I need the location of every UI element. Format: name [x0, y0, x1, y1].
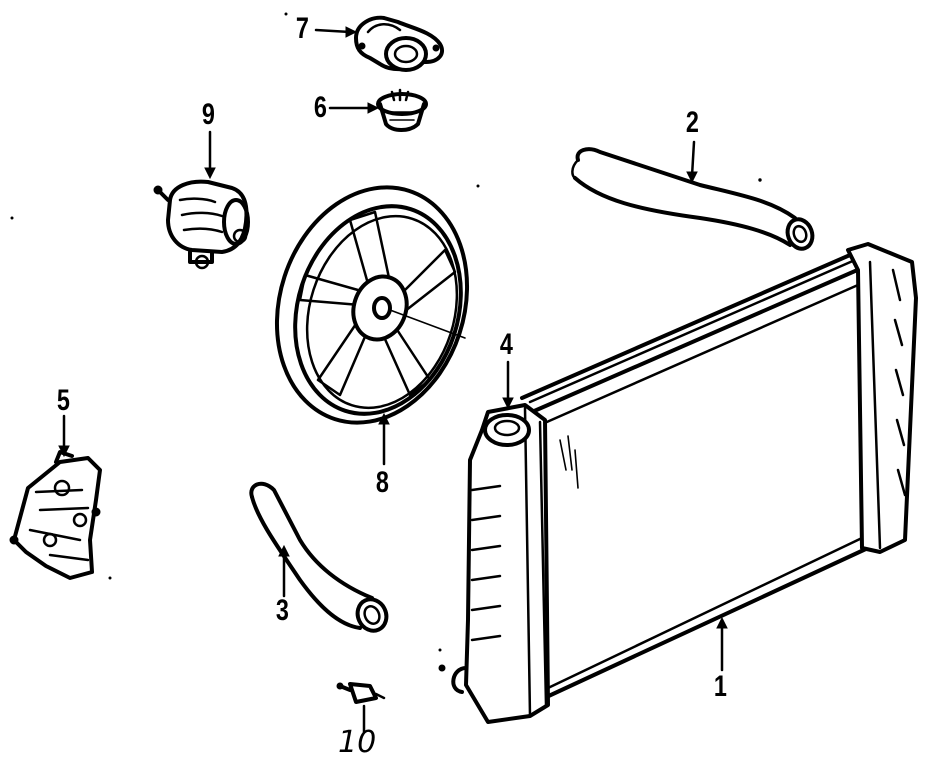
callout-1: 1: [713, 670, 727, 703]
thermostat: [376, 88, 428, 132]
callout-7: 7: [295, 12, 309, 45]
callout-3: 3: [275, 594, 289, 627]
callout-5: 5: [56, 384, 70, 417]
cooling-fan: [274, 185, 470, 425]
thermostat-housing: [354, 15, 445, 72]
fan-motor: [153, 179, 250, 270]
upper-hose: [571, 147, 815, 251]
callout-10: 10: [338, 725, 377, 760]
scan-specks: [10, 12, 762, 652]
callout-4: 4: [499, 328, 513, 361]
callout-2: 2: [685, 106, 699, 139]
callout-8: 8: [375, 466, 389, 499]
lower-hose: [249, 481, 389, 633]
callout-6: 6: [313, 91, 327, 124]
leader-lines: [58, 26, 728, 734]
callout-9: 9: [201, 98, 215, 131]
radiator: [438, 242, 918, 724]
mounting-bracket: [9, 450, 102, 580]
temperature-sensor: [336, 682, 386, 704]
